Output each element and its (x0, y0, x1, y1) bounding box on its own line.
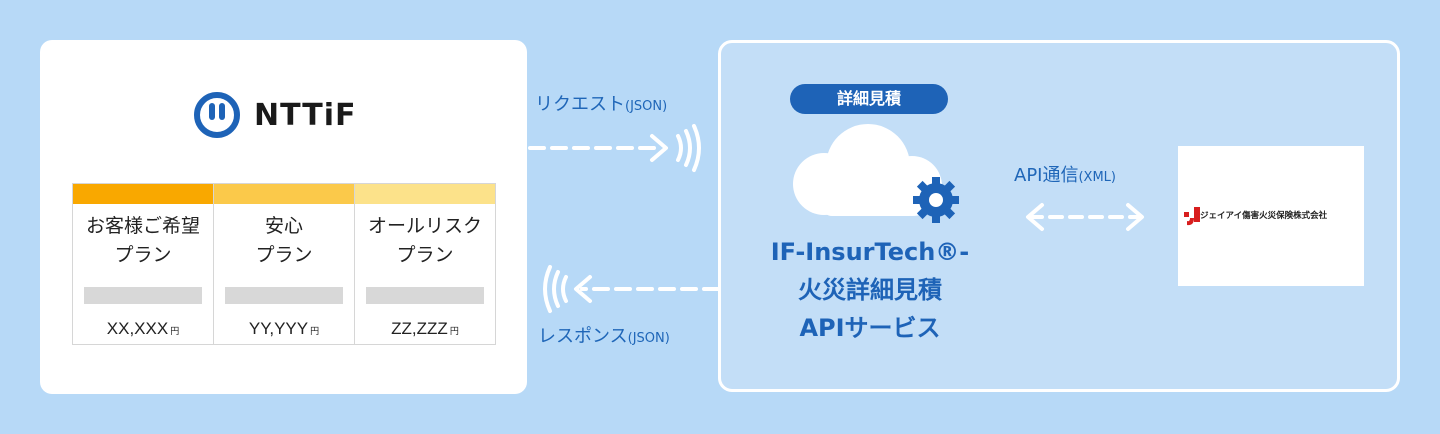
request-arrow (528, 124, 701, 172)
partner-name: ジェイアイ傷害火災保険株式会社 (1200, 211, 1328, 221)
plan-name-line2: プラン (114, 244, 172, 266)
plan-color-bar (73, 184, 213, 204)
plan-name-line1: オールリスク (367, 215, 482, 237)
request-label: リクエスト(JSON) (535, 90, 667, 116)
nttif-logo-icon (194, 92, 240, 138)
plan-price-unit: 円 (310, 326, 320, 336)
plan-color-bar (214, 184, 354, 204)
plan-color-bar (355, 184, 495, 204)
logo-text: NTTiF (254, 97, 357, 133)
plan-price-value: XX,XXX (106, 319, 169, 338)
api-link-label-text: API通信 (1014, 165, 1079, 186)
plan-placeholder-bar (84, 287, 202, 304)
plan-price-value: ZZ,ZZZ (391, 319, 448, 338)
cloud-icon (793, 124, 942, 216)
plan-name-line1: 安心 (264, 215, 303, 237)
api-link-format: (XML) (1078, 170, 1116, 185)
response-label-text: レスポンス (538, 326, 628, 347)
request-label-text: リクエスト (535, 94, 625, 115)
gear-icon (913, 177, 959, 223)
plan-name: 安心 プラン (214, 212, 354, 270)
partner-logo-icon (1184, 207, 1200, 226)
plan-name-line2: プラン (255, 244, 313, 266)
plan-placeholder-bar (366, 287, 484, 304)
response-format: (JSON) (627, 331, 670, 346)
service-title-line1: IF-InsurTech®- (770, 238, 970, 266)
service-title-line2: 火災詳細見積 (798, 276, 942, 304)
partner-logo-box: ジェイアイ傷害火災保険株式会社 (1178, 146, 1364, 286)
request-format: (JSON) (625, 99, 668, 114)
service-title-line3: APIサービス (799, 314, 941, 342)
plan-price-unit: 円 (449, 326, 459, 336)
plan-placeholder-bar (225, 287, 343, 304)
plan-name: お客様ご希望 プラン (73, 212, 213, 270)
plan-price-value: YY,YYY (248, 319, 309, 338)
response-label: レスポンス(JSON) (538, 322, 670, 348)
plan-name-line1: お客様ご希望 (85, 215, 200, 237)
response-arrow (543, 265, 720, 313)
plan-name: オールリスク プラン (355, 212, 495, 270)
plan-name-line2: プラン (396, 244, 454, 266)
plan-price-unit: 円 (170, 326, 180, 336)
service-title: IF-InsurTech®- 火災詳細見積 APIサービス (700, 233, 1040, 347)
detail-estimate-badge: 詳細見積 (790, 84, 948, 114)
nttif-logo: NTTiF (194, 92, 357, 138)
client-panel (40, 40, 527, 394)
api-link-arrow (1026, 203, 1144, 231)
api-link-label: API通信(XML) (1014, 161, 1116, 187)
